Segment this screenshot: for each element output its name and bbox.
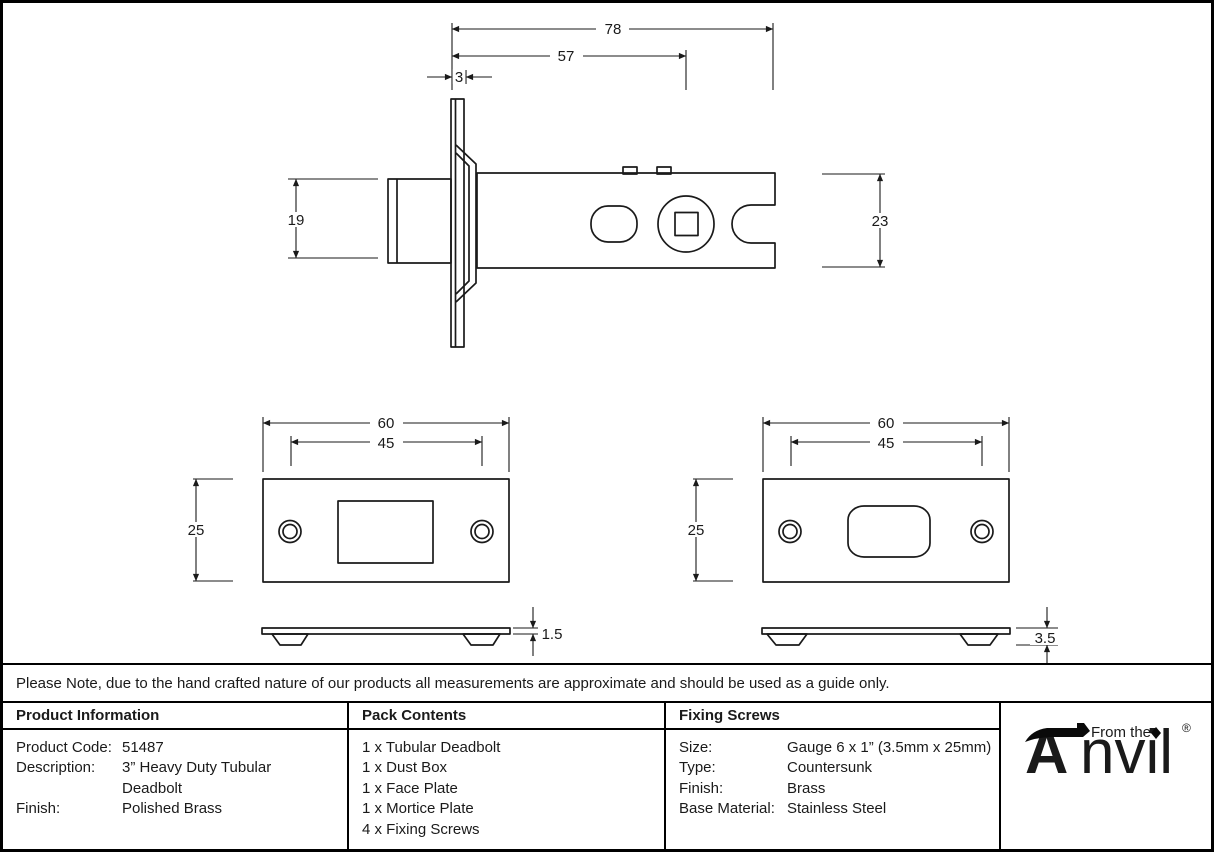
row-label: Type: bbox=[679, 759, 716, 777]
logo-diamond-icon bbox=[1151, 727, 1161, 739]
mortice-plate-edge-view bbox=[761, 627, 1011, 635]
dim-overall-length: 78 bbox=[605, 21, 622, 38]
list-item: 1 x Tubular Deadbolt bbox=[362, 739, 501, 756]
row-value: Brass bbox=[787, 779, 826, 797]
measurement-disclaimer: Please Note, due to the hand crafted nat… bbox=[3, 663, 1211, 703]
technical-drawing: 78 57 3 19 23 bbox=[183, 21, 1060, 663]
anvil-icon bbox=[1025, 723, 1090, 742]
dim-face-plate-height: 25 bbox=[188, 522, 205, 539]
dim-backset: 57 bbox=[558, 48, 575, 65]
pack-contents-header: Pack Contents bbox=[349, 703, 664, 730]
mortice-plate-lug bbox=[766, 633, 808, 646]
face-plate-edge-view bbox=[261, 627, 511, 635]
faceplate bbox=[450, 98, 465, 348]
row-label: Description: bbox=[16, 759, 96, 777]
list-item: 1 x Face Plate bbox=[362, 779, 458, 797]
row-value: Stainless Steel bbox=[787, 800, 887, 818]
row-value: Polished Brass bbox=[122, 800, 223, 818]
side-view-dimensions bbox=[288, 23, 885, 268]
row-label: Finish: bbox=[679, 779, 724, 797]
face-plate-bolt-hole bbox=[337, 500, 434, 564]
dim-mortice-plate-screw-spacing: 45 bbox=[878, 435, 895, 452]
table-row: Product Code: 51487 bbox=[16, 738, 341, 758]
pack-contents-body: 1 x Tubular Deadbolt 1 x Dust Box 1 x Fa… bbox=[349, 730, 664, 840]
mortice-plate-dim-labels: 60 45 25 3.5 bbox=[683, 415, 1060, 647]
mortice-plate-outline bbox=[762, 478, 1010, 583]
mortice-plate-lug bbox=[959, 633, 999, 646]
row-value: Deadbolt bbox=[122, 779, 183, 797]
dim-bolt-height: 19 bbox=[288, 212, 305, 229]
spindle-square-hole bbox=[674, 211, 699, 237]
mortice-plate-bolt-hole bbox=[847, 505, 931, 558]
list-item: 4 x Fixing Screws bbox=[362, 820, 480, 838]
from-the-anvil-logo: A nvil From the ® bbox=[1025, 718, 1191, 787]
face-plate-lug bbox=[271, 633, 309, 646]
product-information-body: Product Code: 51487 Description: 3” Heav… bbox=[3, 730, 347, 820]
dim-mortice-plate-height: 25 bbox=[688, 522, 705, 539]
oval-hole bbox=[590, 205, 638, 243]
table-row: Finish: Polished Brass bbox=[16, 799, 341, 819]
list-item: 1 x Mortice Plate bbox=[362, 800, 474, 818]
face-plate-front-view bbox=[261, 478, 511, 646]
top-tab-right bbox=[656, 166, 672, 175]
fixing-screws-body: Size: Gauge 6 x 1” (3.5mm x 25mm) Type: … bbox=[666, 730, 999, 820]
dim-face-plate-thickness: 1.5 bbox=[542, 626, 563, 643]
row-value: 3” Heavy Duty Tubular bbox=[122, 759, 272, 777]
row-value: Gauge 6 x 1” (3.5mm x 25mm) bbox=[787, 739, 992, 756]
table-row: Description: 3” Heavy Duty Tubular bbox=[16, 758, 341, 778]
collar-bevel-inner bbox=[455, 152, 470, 295]
deadbolt-side-view bbox=[387, 98, 776, 348]
table-row: Finish: Brass bbox=[679, 779, 993, 799]
screw-hole bbox=[278, 519, 302, 544]
screw-hole bbox=[970, 519, 994, 544]
face-plate-outline bbox=[262, 478, 510, 583]
screw-hole bbox=[470, 519, 494, 544]
product-information-header: Product Information bbox=[3, 703, 347, 730]
screw-hole bbox=[782, 523, 798, 540]
list-item: 1 x Dust Box bbox=[362, 759, 448, 777]
mortice-plate-front-view bbox=[761, 478, 1011, 646]
collar-bevel-outer bbox=[455, 144, 477, 303]
mortice-plate-dimensions bbox=[692, 417, 1058, 663]
spindle-boss bbox=[657, 195, 715, 253]
row-value: Countersunk bbox=[787, 759, 873, 777]
table-row: Deadbolt bbox=[16, 779, 341, 799]
top-tab-left bbox=[622, 166, 638, 175]
row-value: 51487 bbox=[122, 739, 164, 756]
logo-tagline: From the bbox=[1091, 724, 1151, 741]
table-row: Base Material: Stainless Steel bbox=[679, 799, 993, 819]
screw-hole bbox=[974, 523, 990, 540]
brand-logo-cell: A nvil From the ® bbox=[999, 703, 1211, 849]
dim-mortice-plate-thickness: 3.5 bbox=[1035, 630, 1056, 647]
pack-contents-column: Pack Contents 1 x Tubular Deadbolt 1 x D… bbox=[347, 703, 664, 849]
fixing-screws-column: Fixing Screws Size: Gauge 6 x 1” (3.5mm … bbox=[664, 703, 999, 849]
screw-hole bbox=[778, 519, 802, 544]
latch-body bbox=[476, 172, 776, 269]
row-label bbox=[16, 779, 122, 799]
face-plate-dim-labels: 60 45 25 1.5 bbox=[183, 415, 566, 643]
side-view-dim-labels: 78 57 3 19 23 bbox=[284, 21, 893, 230]
spec-table: Product Information Product Code: 51487 … bbox=[3, 703, 1211, 849]
registered-trademark-icon: ® bbox=[1182, 721, 1191, 735]
dim-mortice-plate-width: 60 bbox=[878, 415, 895, 432]
table-row: Type: Countersunk bbox=[679, 758, 993, 778]
screw-hole bbox=[474, 523, 490, 540]
row-label: Product Code: bbox=[16, 739, 112, 756]
face-plate-lug bbox=[462, 633, 501, 646]
dim-face-plate-width: 60 bbox=[378, 415, 395, 432]
dim-body-height: 23 bbox=[872, 213, 889, 230]
product-information-column: Product Information Product Code: 51487 … bbox=[3, 703, 347, 849]
note-text: Please Note, due to the hand crafted nat… bbox=[16, 674, 890, 692]
screw-hole bbox=[282, 523, 298, 540]
row-label: Size: bbox=[679, 739, 713, 756]
fixing-screws-header: Fixing Screws bbox=[666, 703, 999, 730]
row-label: Finish: bbox=[16, 800, 61, 818]
dim-faceplate-thickness: 3 bbox=[455, 69, 463, 86]
dim-face-plate-screw-spacing: 45 bbox=[378, 435, 395, 452]
row-label: Base Material: bbox=[679, 800, 775, 818]
table-row: Size: Gauge 6 x 1” (3.5mm x 25mm) bbox=[679, 738, 993, 758]
face-plate-dimensions bbox=[192, 417, 546, 656]
